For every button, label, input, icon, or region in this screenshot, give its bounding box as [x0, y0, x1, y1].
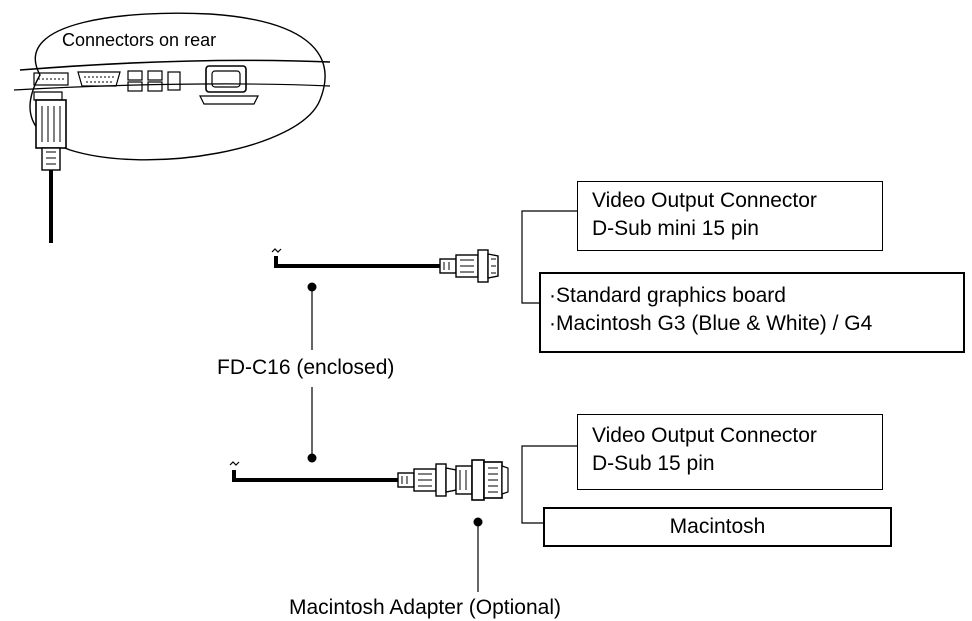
video-output-standard-box: Video Output Connector D-Sub mini 15 pin [577, 181, 883, 251]
cable-label: FD-C16 (enclosed) [217, 356, 395, 379]
cable-break-icon [271, 248, 282, 253]
video-output-type: D-Sub 15 pin [592, 452, 715, 475]
adapter-label: Macintosh Adapter (Optional) [289, 596, 561, 619]
cable-bottom [229, 461, 457, 497]
cable-top [271, 248, 499, 283]
compatible-boards-box: ·Standard graphics board ·Macintosh G3 (… [539, 272, 965, 353]
compatible-board-item: ·Standard graphics board [549, 284, 786, 307]
dsub-connector-icon [35, 99, 67, 243]
bracket-bottom [521, 445, 577, 524]
adapter-callout [473, 517, 483, 592]
cable-break-icon [229, 461, 240, 466]
macintosh-label: Macintosh [669, 515, 766, 538]
video-output-title: Video Output Connector [592, 424, 817, 447]
bracket-top [521, 210, 577, 304]
video-output-type: D-Sub mini 15 pin [592, 217, 759, 240]
macintosh-adapter-icon [455, 459, 509, 501]
macintosh-box: Macintosh [543, 507, 892, 547]
cable-callout [307, 282, 317, 463]
rear-connectors-label: Connectors on rear [62, 30, 217, 50]
video-output-mac-box: Video Output Connector D-Sub 15 pin [577, 414, 883, 490]
compatible-board-item: ·Macintosh G3 (Blue & White) / G4 [549, 312, 873, 335]
video-output-title: Video Output Connector [592, 189, 817, 212]
